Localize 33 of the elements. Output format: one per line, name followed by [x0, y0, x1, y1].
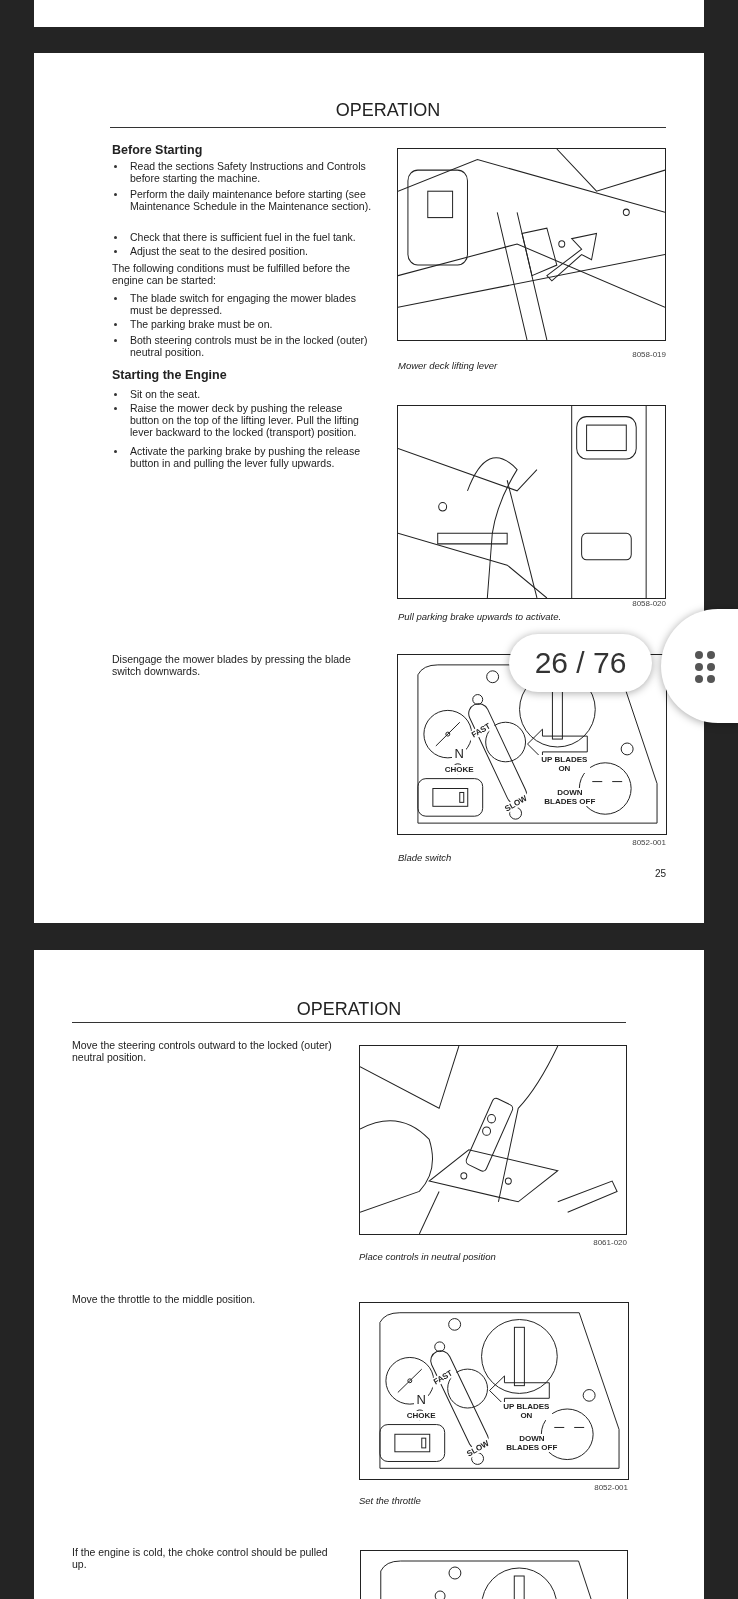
figure-code: 8058-019	[632, 350, 666, 360]
bullet-text: Activate the parking brake by pushing the release button in and pulling the lever fully upwards.	[130, 445, 361, 469]
bullet-text: The parking brake must be on.	[130, 318, 274, 330]
section-heading: Before Starting	[112, 143, 204, 158]
page-counter: 26 / 76	[509, 634, 652, 692]
paragraph: Disengage the mower blades by pressing the blade switch downwards.	[112, 653, 352, 677]
paragraph: If the engine is cold, the choke control should be pulled up.	[72, 1546, 329, 1570]
section-heading: Starting the Engine	[112, 368, 228, 383]
figure-caption: Pull parking brake upwards to activate.	[398, 611, 563, 623]
figure-caption: Blade switch	[398, 852, 453, 864]
figure-caption: Set the throttle	[359, 1495, 422, 1507]
bullet-text: Both steering controls must be in the locked (outer) neutral position.	[130, 334, 369, 358]
page-title: OPERATION	[295, 998, 403, 1020]
figure-code: 8061-020	[593, 1238, 627, 1248]
figure-code: 8052-001	[594, 1483, 628, 1493]
panel-label: N	[414, 1393, 429, 1407]
figure-code: 8052-001	[632, 838, 666, 848]
page-number: 25	[654, 868, 666, 880]
figure-caption: Place controls in neutral position	[359, 1251, 497, 1263]
bullet-text: Read the sections Safety Instructions and Controls before starting the machine.	[130, 160, 367, 184]
bullet-text: Raise the mower deck by pushing the release button on the top of the lifting lever. Pull the lifting lever backward to the locked (transport) position.	[130, 402, 360, 438]
panel-label: UP BLADES ON	[538, 755, 591, 774]
bullet-text: Perform the daily maintenance before starting (see Maintenance Schedule in the Maintenance section).	[130, 188, 373, 212]
figure-code: 8058-020	[632, 599, 666, 609]
bullet-text: Adjust the seat to the desired position.	[130, 245, 310, 257]
paragraph: Move the steering controls outward to the locked (outer) neutral position.	[72, 1039, 333, 1063]
figure-caption: Mower deck lifting lever	[398, 360, 499, 372]
paragraph: Move the throttle to the middle position.	[72, 1293, 257, 1305]
paragraph: The following conditions must be fulfilled before the engine can be started:	[112, 262, 352, 286]
page-title: OPERATION	[334, 99, 442, 121]
bullet-text: Sit on the seat.	[130, 388, 202, 400]
bullet-text: Check that there is sufficient fuel in the fuel tank.	[130, 231, 357, 243]
bullet-text: The blade switch for engaging the mower blades must be depressed.	[130, 292, 357, 316]
